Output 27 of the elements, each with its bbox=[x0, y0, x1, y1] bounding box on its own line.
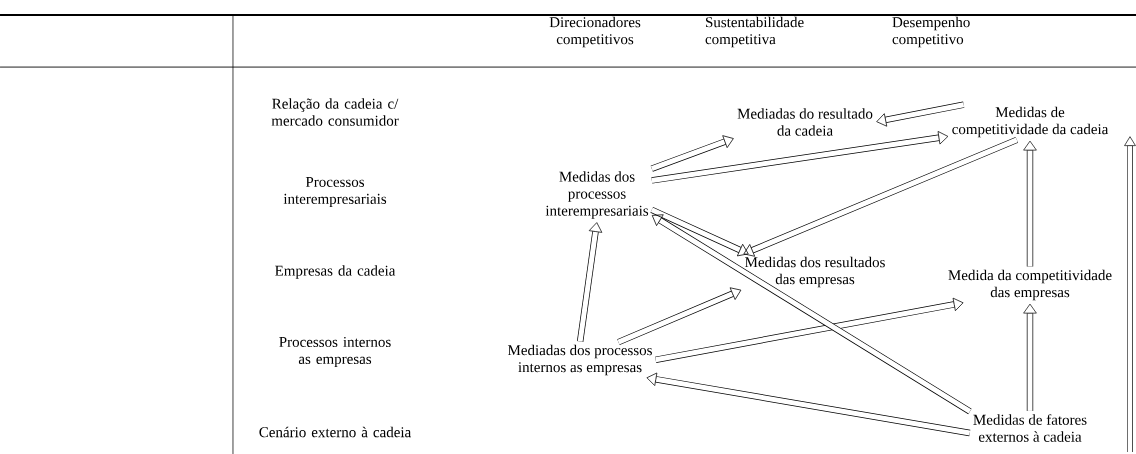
measure-label: Medidas dos resultados das empresas bbox=[742, 254, 888, 290]
block-arrow bbox=[650, 206, 749, 257]
block-arrow bbox=[1023, 303, 1037, 411]
row-label: Empresas da cadeia bbox=[275, 265, 396, 279]
row-label: Cenário externo à cadeia bbox=[259, 426, 411, 438]
block-arrow bbox=[650, 135, 734, 172]
measure-label: Medida da competitividade das empresas bbox=[945, 267, 1115, 303]
measure-label: Mediadas do resultado da cadeia bbox=[735, 106, 875, 138]
block-arrow bbox=[1023, 140, 1037, 267]
column-header: Desempenho competitivo bbox=[892, 16, 970, 48]
block-arrow bbox=[577, 222, 603, 342]
block-arrow bbox=[743, 136, 1019, 257]
row-label: Processos internos as empresas bbox=[279, 336, 391, 368]
block-arrow bbox=[651, 214, 972, 415]
column-header: Sustentabilidade competitiva bbox=[705, 16, 804, 48]
block-arrow bbox=[646, 372, 971, 437]
block-arrow bbox=[651, 131, 949, 184]
measure-label: Medidas dos processos interempresariais bbox=[543, 169, 651, 221]
block-arrow bbox=[655, 297, 964, 363]
row-label: Processos interempresariais bbox=[283, 177, 387, 207]
measure-label: Medidas de fatores externos à cadeia bbox=[970, 412, 1090, 444]
measure-label: Mediadas dos processos internos as empresas bbox=[505, 342, 655, 378]
column-header: Direcionadores competitivos bbox=[549, 16, 641, 48]
block-arrow bbox=[617, 287, 742, 346]
row-label: Relação da cadeia c/ mercado consumidor bbox=[271, 98, 399, 126]
block-arrow bbox=[876, 101, 965, 127]
measure-label: Medidas de competitividade da cadeia bbox=[949, 104, 1111, 140]
